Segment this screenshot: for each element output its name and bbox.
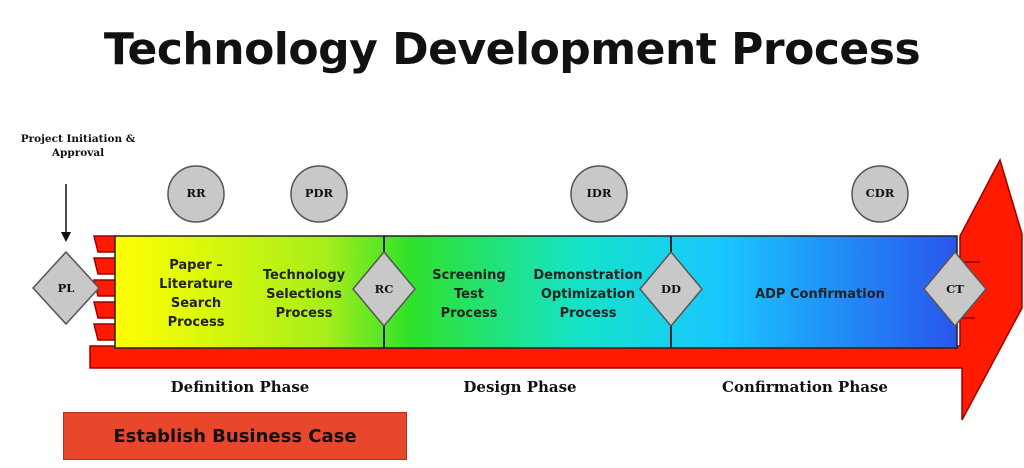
step-paper-literature: Paper – Literature Search Process <box>159 258 233 330</box>
phase-definition-label: Definition Phase <box>170 378 310 396</box>
milestone-rc-label: RC <box>374 282 394 296</box>
process-band <box>114 235 958 349</box>
review-rr-label: RR <box>186 186 206 200</box>
milestone-dd-label: DD <box>661 282 681 296</box>
page-title: Technology Development Process <box>103 24 921 75</box>
review-circle-rr <box>167 165 225 223</box>
review-cdr-label: CDR <box>865 186 895 200</box>
milestone-diamond-dd <box>639 250 703 328</box>
review-circle-idr <box>570 165 628 223</box>
review-pdr-label: PDR <box>304 186 334 200</box>
step-screening-test: Screening Test Process <box>432 268 506 321</box>
review-idr-label: IDR <box>586 186 612 200</box>
establish-business-case-box: Establish Business Case <box>63 412 407 460</box>
project-initiation-label: Project Initiation & Approval <box>20 133 136 159</box>
step-technology-selections: Technology Selections Process <box>262 268 346 321</box>
milestone-diamond-pl <box>31 250 101 326</box>
phase-design-label: Design Phase <box>463 378 577 396</box>
milestone-ct-label: CT <box>946 282 964 296</box>
milestone-diamond-rc <box>352 250 416 328</box>
step-demonstration-optimization: Demonstration Optimization Process <box>533 268 643 321</box>
review-circle-pdr <box>290 165 348 223</box>
review-circle-cdr <box>851 165 909 223</box>
milestone-diamond-ct <box>923 250 987 328</box>
phase-confirmation-label: Confirmation Phase <box>722 378 888 396</box>
establish-business-case-label: Establish Business Case <box>113 425 357 447</box>
milestone-pl-label: PL <box>57 281 75 295</box>
step-adp-confirmation: ADP Confirmation <box>755 287 885 302</box>
initiation-arrowhead <box>61 232 71 242</box>
